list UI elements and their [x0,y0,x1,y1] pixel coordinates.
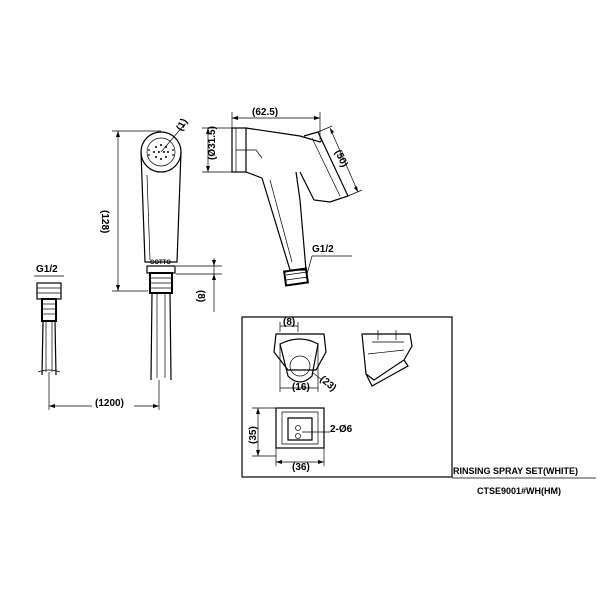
holder-inner-label: (16) [292,382,310,393]
nozzle-holes [148,144,174,160]
thread-length-label: (8) [195,290,206,302]
hose-length-label: (1200) [95,398,124,409]
side-length-label: (62.5) [252,107,278,118]
holder-perspective-view [361,330,413,387]
brand-mark: COTTO [150,260,171,266]
inlet-thread-left-label: G1/2 [36,264,58,275]
nozzle-depth-label: (50) [332,148,349,169]
hose-assembly: G1/2 (1200) [34,264,160,410]
mounting-holes-label: 2-Ø6 [330,424,353,435]
spray-head-front-view: (1) COTTO (128) (8) [99,117,222,381]
holder-back-view: (35) (36) 2-Ø6 [248,407,353,473]
side-diameter-label: (Ø31.5) [207,126,218,160]
model-code: CTSE9001#WH(HM) [477,486,561,496]
head-length-label: (128) [99,210,110,233]
holder-radius-label: (23) [317,374,338,394]
holder-detail-box: (8) (16) (23) (35) [241,316,453,478]
spray-hole-label: (1) [175,117,191,133]
spray-head-side-view: (62.5) (Ø31.5) (50) G1/2 [202,107,363,287]
holder-width-label: (36) [292,462,310,473]
holder-height-label: (35) [248,426,259,444]
holder-top-width-label: (8) [283,317,295,328]
title-block: RINSING SPRAY SET(WHITE) CTSE9001#WH(HM) [452,466,596,496]
side-thread-label: G1/2 [312,244,334,255]
holder-front-view: (8) (16) (23) [273,317,338,394]
product-name: RINSING SPRAY SET(WHITE) [453,466,578,476]
